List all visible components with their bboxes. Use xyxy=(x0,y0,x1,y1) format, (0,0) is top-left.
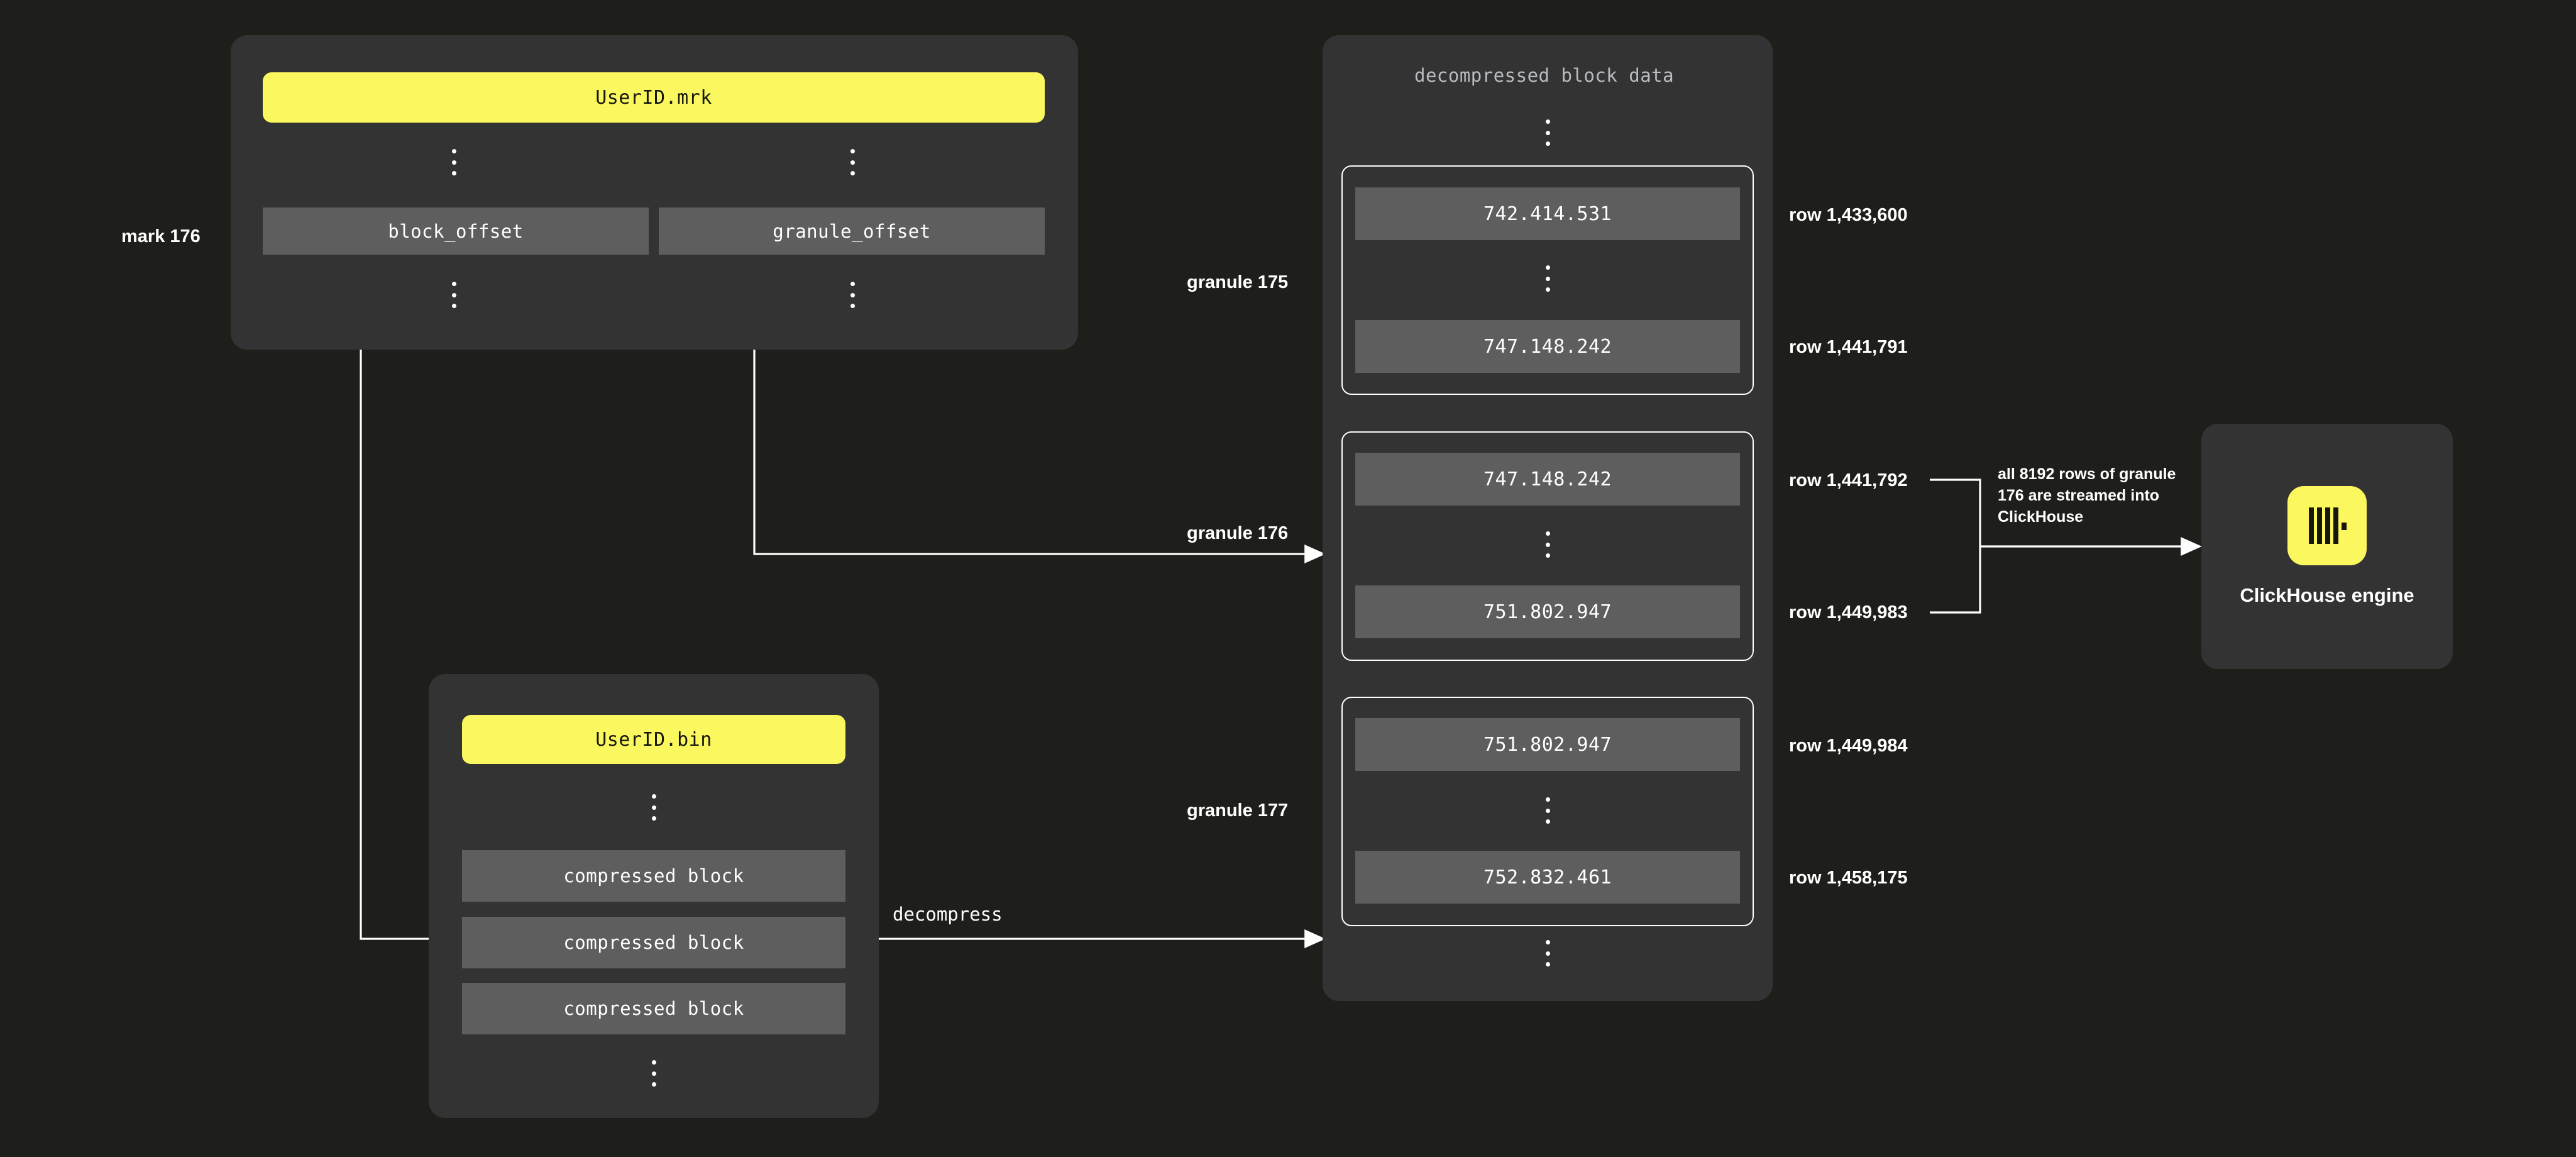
compressed-block-2[interactable]: compressed block xyxy=(462,917,845,968)
stream-note: all 8192 rows of granule 176 are streame… xyxy=(1998,465,2176,526)
clickhouse-engine-label: ClickHouse engine xyxy=(2240,584,2414,606)
granule-175-last-value: 747.148.242 xyxy=(1355,320,1740,373)
bin-ellipsis-top xyxy=(651,794,656,821)
wire-granule-176-brace xyxy=(1930,479,1981,614)
mark-index-label: mark 176 xyxy=(121,226,201,246)
clickhouse-bars-icon xyxy=(2309,507,2347,544)
granule-177-last-row-label: row 1,458,175 xyxy=(1789,868,1908,888)
granule-176-ellipsis xyxy=(1545,531,1550,558)
granule-176-first-value: 747.148.242 xyxy=(1355,453,1740,506)
granule-177-first-row-label: row 1,449,984 xyxy=(1789,736,1908,756)
granule-175-last-row-label: row 1,441,791 xyxy=(1789,337,1908,357)
granule-175-box xyxy=(1341,165,1754,395)
userid-mrk-chip[interactable]: UserID.mrk xyxy=(263,72,1045,123)
granule-177-first-value: 751.802.947 xyxy=(1355,718,1740,771)
userid-bin-chip[interactable]: UserID.bin xyxy=(462,715,845,764)
granule-175-ellipsis xyxy=(1545,265,1550,292)
granule-175-label: granule 175 xyxy=(1187,272,1289,292)
granule-offset-cell[interactable]: granule_offset xyxy=(659,208,1045,255)
compressed-block-3[interactable]: compressed block xyxy=(462,983,845,1034)
granule-175-first-row-label: row 1,433,600 xyxy=(1789,205,1908,225)
granule-176-first-row-label: row 1,441,792 xyxy=(1789,470,1908,490)
clickhouse-logo-icon xyxy=(2287,486,2367,565)
compressed-block-1[interactable]: compressed block xyxy=(462,850,845,902)
granule-176-label: granule 176 xyxy=(1187,523,1289,543)
decompressed-ellipsis-bottom xyxy=(1545,940,1550,966)
decompressed-panel-title: decompressed block data xyxy=(1414,65,1675,86)
granule-177-label: granule 177 xyxy=(1187,800,1289,821)
block-offset-cell[interactable]: block_offset xyxy=(263,208,649,255)
decompressed-ellipsis-top xyxy=(1545,119,1550,146)
granule-176-last-row-label: row 1,449,983 xyxy=(1789,602,1908,623)
clickhouse-engine-card[interactable]: ClickHouse engine xyxy=(2201,424,2453,669)
granule-177-ellipsis xyxy=(1545,797,1550,824)
mrk-left-ellipsis-top xyxy=(451,149,456,175)
granule-176-box xyxy=(1341,431,1754,661)
mrk-right-ellipsis-top xyxy=(850,149,855,175)
mrk-left-ellipsis-bottom xyxy=(451,282,456,308)
bin-ellipsis-bottom xyxy=(651,1060,656,1087)
granule-175-first-value: 742.414.531 xyxy=(1355,187,1740,240)
granule-177-last-value: 752.832.461 xyxy=(1355,851,1740,904)
mrk-right-ellipsis-bottom xyxy=(850,282,855,308)
granule-177-box xyxy=(1341,697,1754,926)
decompress-edge-label: decompress xyxy=(893,904,1003,925)
granule-176-last-value: 751.802.947 xyxy=(1355,585,1740,638)
